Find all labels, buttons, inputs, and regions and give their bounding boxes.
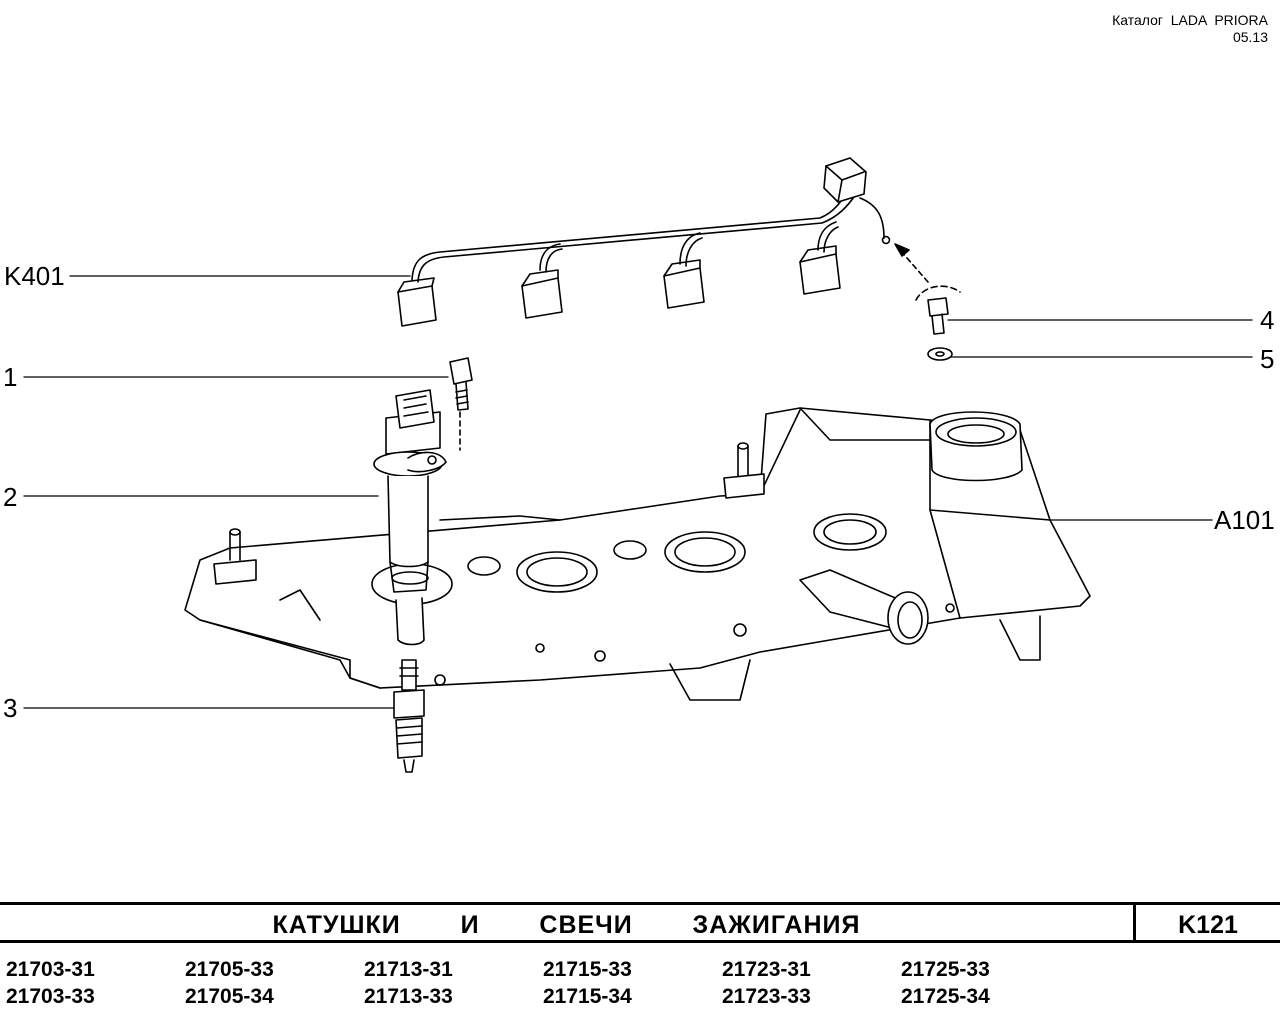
ignition-coil — [373, 389, 447, 646]
valve-cover — [184, 407, 1091, 701]
model-code: 21713-33 — [364, 985, 453, 1008]
label-k401: K401 — [4, 261, 65, 291]
coil-plug-3 — [663, 259, 705, 309]
label-3: 3 — [3, 693, 18, 723]
page-code: K121 — [1178, 911, 1238, 939]
parts-diagram — [23, 157, 1253, 773]
wiring-harness — [397, 157, 891, 327]
leader-lines — [23, 275, 1253, 709]
catalog-name: Каталог LADA PRIORA — [1112, 12, 1268, 28]
catalog-header: Каталог LADA PRIORA 05.13 — [1112, 12, 1268, 46]
model-code: 21723-33 — [722, 985, 811, 1008]
model-code: 21713-31 — [364, 958, 453, 981]
model-code: 21705-33 — [185, 958, 274, 981]
coil-plug-4 — [799, 245, 841, 295]
label-4: 4 — [1260, 305, 1275, 335]
model-code: 21723-31 — [722, 958, 811, 981]
spark-plug — [393, 659, 425, 773]
catalog-date: 05.13 — [1232, 29, 1268, 45]
model-code: 21705-34 — [185, 985, 274, 1008]
model-list: 21703-31 21705-33 21713-31 21715-33 2172… — [6, 958, 1106, 1012]
model-code: 21725-34 — [901, 985, 990, 1008]
section-title: КАТУШКИ И СВЕЧИ ЗАЖИГАНИЯ — [272, 911, 861, 939]
title-divider — [1133, 905, 1136, 940]
coil-plug-2 — [521, 269, 563, 319]
coil-bolt — [449, 357, 473, 451]
label-1: 1 — [3, 362, 18, 392]
label-5: 5 — [1260, 344, 1275, 374]
ground-bolt-group — [894, 243, 961, 361]
coil-plug-1 — [397, 277, 437, 327]
model-code: 21715-34 — [543, 985, 632, 1008]
label-a101: A101 — [1214, 505, 1275, 535]
model-code: 21715-33 — [543, 958, 632, 981]
label-2: 2 — [3, 482, 18, 512]
model-code: 21703-31 — [6, 958, 95, 981]
title-bar: КАТУШКИ И СВЕЧИ ЗАЖИГАНИЯ K121 — [0, 902, 1280, 943]
model-code: 21725-33 — [901, 958, 990, 981]
model-code: 21703-33 — [6, 985, 95, 1008]
